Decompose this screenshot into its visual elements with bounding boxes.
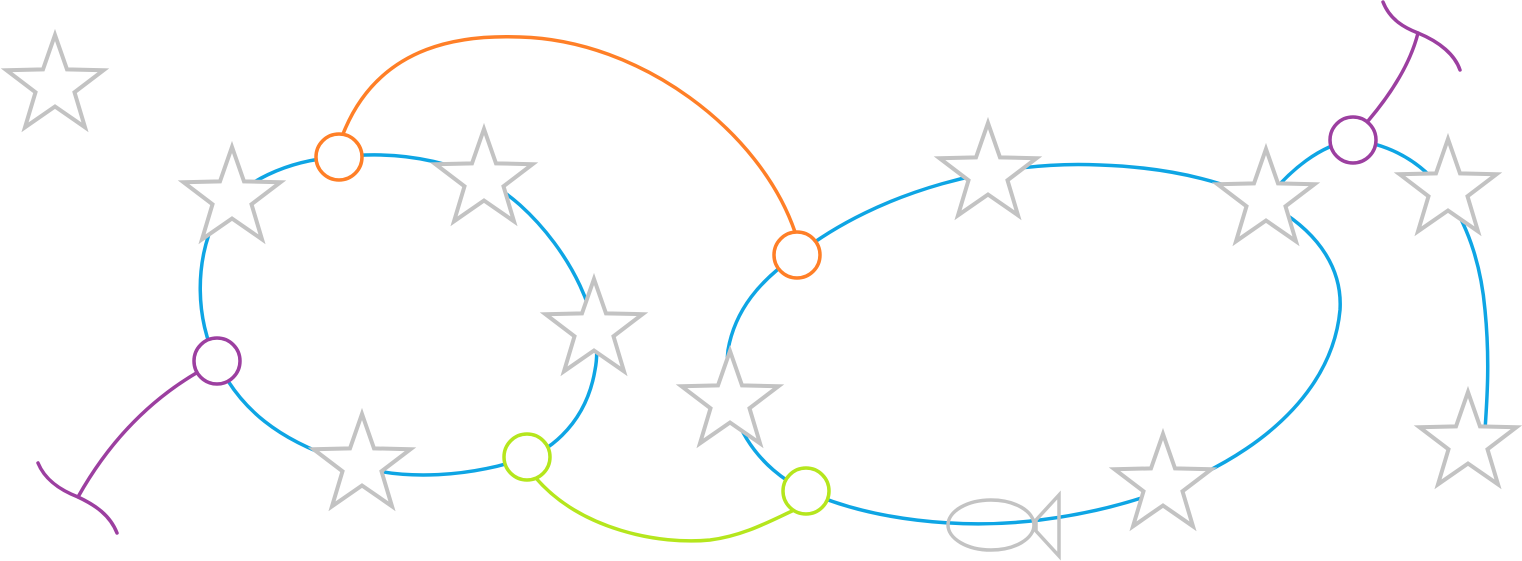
purple-crossbar-left [36,461,119,535]
star-icon [1211,142,1321,247]
star-icon [1413,385,1522,490]
star-icon [429,122,539,227]
star-icon [177,140,287,245]
purple-tail-right [1366,31,1420,123]
nodes [192,115,1378,516]
purple-tail-left [76,370,200,499]
star-icon [0,28,110,133]
purple-crossbar-right [1381,0,1462,72]
fish-body [946,498,1036,552]
stars [0,28,1522,532]
green-arc [533,475,808,543]
star-icon [1393,132,1503,237]
purple-node [192,336,242,386]
orange-node [314,132,364,182]
orange-arc [341,34,797,234]
left-loop [198,153,599,477]
orange-node [772,230,822,280]
purple-node [1328,115,1378,165]
star-icon [675,344,785,449]
star-icon [933,116,1043,221]
star-icon [307,407,417,512]
green-node [781,466,831,516]
green-node [502,432,552,482]
star-icon [539,272,649,377]
star-icon [1108,427,1218,532]
fish-icon [946,490,1061,561]
fish-tail [1034,490,1061,561]
connection-lines [36,0,1490,543]
